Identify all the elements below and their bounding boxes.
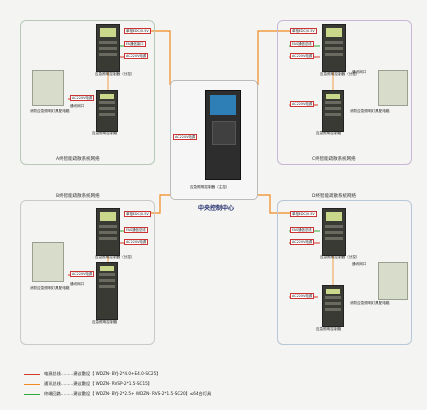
panel-a-title: A终智能疏散系统网络 — [56, 157, 100, 162]
sub-controller-a — [96, 24, 120, 72]
tag-a-2: AC220V电源 — [124, 53, 149, 59]
label-d-7: 消防应急照明灯具配电箱 — [350, 301, 390, 305]
label-c-7: 消防应急照明灯具配电箱 — [350, 109, 390, 113]
legend-power: 电源总线………建议敷设【 WDZN- BYJ-2*4.0+E4.0-SC25】 — [44, 371, 161, 376]
tag-a-4: AC220V电源 — [70, 95, 95, 101]
tag-c-4: AC220V电源 — [290, 101, 315, 107]
label-b-5: 通讯网口 — [70, 282, 85, 286]
tag-a-0: 单相EDC/0.5V — [124, 28, 151, 34]
label-b-3: 应急照明控制器（分控） — [95, 255, 135, 259]
tag-c-0: 单相EDC/0.5V — [290, 28, 317, 34]
sub-controller-b — [96, 208, 120, 256]
tag-b-1: FAS通信总线 — [124, 227, 148, 233]
legend-swatch-power — [24, 374, 40, 376]
legend-swatch-comm — [24, 384, 40, 386]
panel-c-title: C终智能疏散系统网络 — [312, 157, 356, 162]
label-d-3: 应急照明控制器（分控） — [320, 255, 360, 259]
label-d-5: 通讯网口 — [352, 262, 367, 266]
kiosk-keypad — [212, 121, 236, 145]
panel-b-title: B终智能疏散系统网络 — [56, 194, 100, 199]
main-controller-kiosk — [205, 90, 241, 180]
label-c-6: 应急照明控制箱 — [316, 131, 342, 135]
tag-b-0: 单相EDC/0.5V — [124, 211, 151, 217]
center-power-tag: AC220V电源 — [173, 134, 198, 140]
control-box-b — [96, 262, 118, 320]
panel-b — [20, 200, 155, 345]
sub-controller-c — [322, 24, 346, 72]
panel-a — [20, 20, 155, 165]
tag-c-2: AC220V电源 — [290, 53, 315, 59]
tag-d-4: AC220V电源 — [290, 293, 315, 299]
panel-c — [277, 20, 412, 165]
tag-b-4: AC220V电源 — [70, 271, 95, 277]
label-a-6: 应急照明控制箱 — [92, 131, 118, 135]
label-a-5: 通讯网口 — [70, 104, 85, 108]
legend-terminal: 终端回路………建议敷设【 WDZN- BYJ-2*2.5+ WDZN- RVS-… — [44, 391, 212, 396]
label-a-3: 应急照明控制器（分控） — [95, 72, 135, 76]
tag-d-0: 单相EDC/0.5V — [290, 211, 317, 217]
tag-d-1: FAS通信总线 — [290, 227, 314, 233]
tag-b-2: AC220V电源 — [124, 239, 149, 245]
tag-c-1: FAS通信总线 — [290, 41, 314, 47]
kiosk-label: 应急照明控制器（主控） — [190, 185, 230, 189]
control-box-a — [96, 90, 118, 132]
control-box-c — [322, 90, 344, 132]
label-b-7: 消防应急照明灯具配电箱 — [30, 286, 70, 290]
distribution-box-a — [32, 70, 64, 106]
label-b-6: 应急照明控制箱 — [92, 320, 118, 324]
label-a-7: 消防应急照明灯具配电箱 — [30, 109, 70, 113]
panel-d-title: D终智能疏散系统网络 — [312, 194, 356, 199]
tag-d-2: AC220V电源 — [290, 239, 315, 245]
center-title: 中央控制中心 — [198, 205, 235, 212]
legend-comm: 通讯总线………建议敷设【 WDZN- RVSP-2*1.5-SC15】 — [44, 381, 152, 386]
label-d-6: 应急照明控制箱 — [316, 327, 342, 331]
distribution-box-d — [378, 262, 408, 300]
kiosk-screen — [210, 95, 236, 115]
control-box-d — [322, 285, 344, 327]
distribution-box-c — [378, 70, 408, 106]
distribution-box-b — [32, 242, 64, 282]
legend-swatch-terminal — [24, 394, 40, 396]
label-c-5: 通讯网口 — [352, 70, 367, 74]
panel-d — [277, 200, 412, 345]
label-c-3: 应急照明控制器（分控） — [320, 72, 360, 76]
sub-controller-d — [322, 208, 346, 256]
tag-a-1: FA通信接口 — [124, 41, 146, 47]
comm-bus-c — [257, 30, 292, 85]
